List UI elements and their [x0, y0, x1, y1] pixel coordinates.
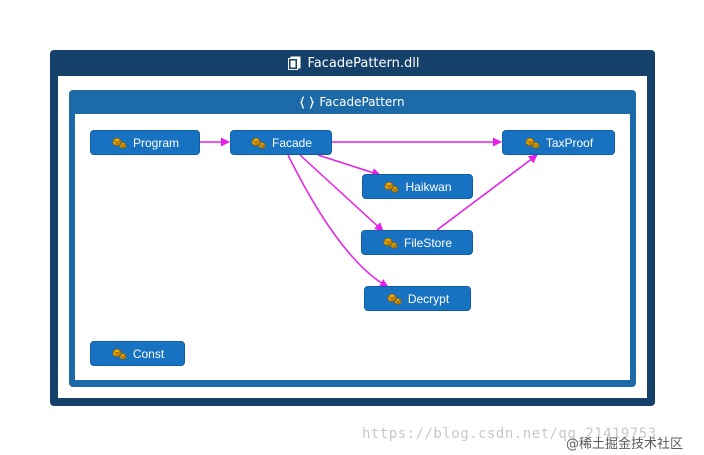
class-icon — [112, 348, 127, 360]
class-icon — [251, 137, 266, 149]
class-node-program[interactable]: Program — [90, 130, 200, 155]
node-label: Decrypt — [407, 291, 450, 306]
class-icon — [387, 293, 402, 305]
class-icon — [525, 137, 540, 149]
node-label: Const — [132, 346, 165, 361]
class-node-haikwan[interactable]: Haikwan — [362, 174, 473, 199]
namespace-braces-icon — [300, 95, 315, 109]
class-icon — [112, 137, 127, 149]
class-icon — [384, 181, 400, 193]
class-node-taxproof[interactable]: TaxProof — [502, 130, 615, 155]
class-node-decrypt[interactable]: Decrypt — [364, 286, 471, 311]
class-node-filestore[interactable]: FileStore — [361, 230, 473, 255]
node-label: Facade — [271, 135, 313, 150]
node-label: TaxProof — [545, 135, 594, 150]
node-label: FileStore — [403, 235, 453, 250]
class-icon — [383, 237, 398, 249]
class-node-const[interactable]: Const — [90, 341, 185, 366]
watermark-url: https://blog.csdn.net/qq_21419753 — [362, 426, 657, 442]
node-label: Program — [132, 135, 179, 150]
class-node-facade[interactable]: Facade — [230, 130, 332, 155]
watermark-site: @稀土掘金技术社区 — [566, 437, 684, 452]
assembly-header: FacadePattern.dll — [50, 50, 655, 76]
namespace-header: FacadePattern — [69, 90, 636, 114]
assembly-title: FacadePattern.dll — [307, 55, 420, 71]
namespace-title: FacadePattern — [319, 95, 405, 109]
dll-assembly-icon — [287, 56, 300, 70]
node-label: Haikwan — [405, 179, 452, 194]
